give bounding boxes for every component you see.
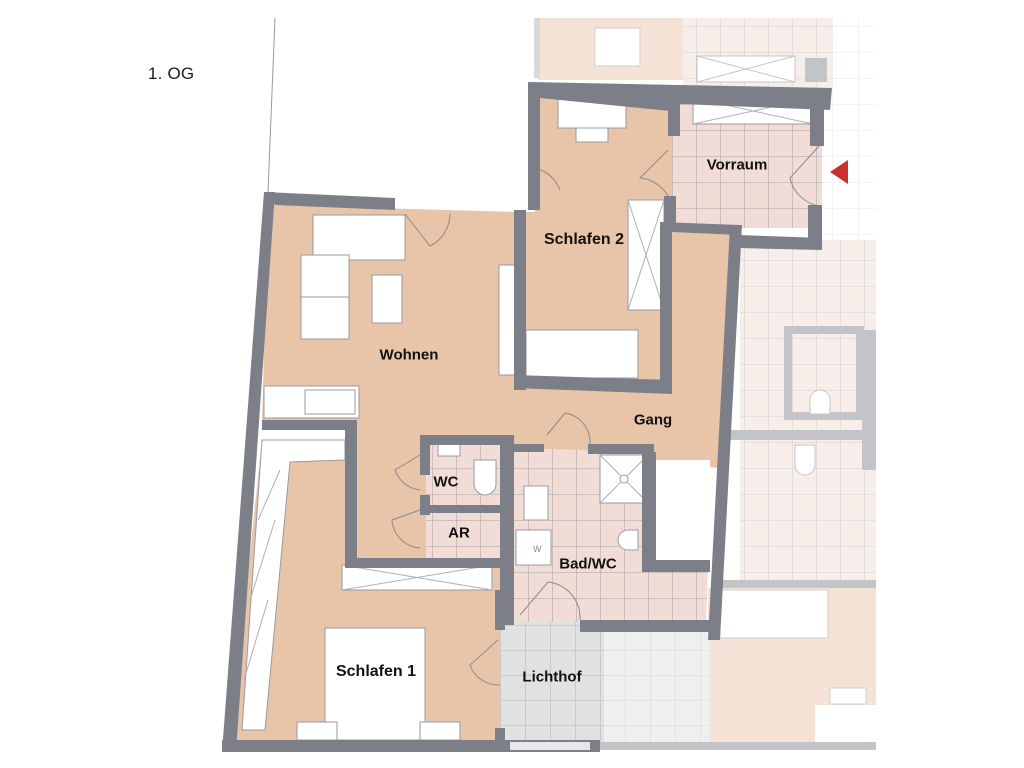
- walls: [222, 82, 832, 752]
- entrance-marker-icon: [830, 160, 848, 184]
- room-label-wohnen: Wohnen: [379, 346, 439, 364]
- neighbour-unit: [534, 18, 876, 750]
- room-label-schlafen-2: Schlafen 2: [543, 231, 625, 248]
- room-label-schlafen-1: Schlafen 1: [335, 663, 417, 680]
- room-label-ar: AR: [448, 524, 470, 542]
- room-label-bad-wc: Bad/WC: [559, 555, 617, 573]
- floor-label: 1. OG: [148, 64, 195, 83]
- door-swings: [391, 144, 821, 686]
- room-label-lichthof: Lichthof: [522, 668, 582, 686]
- site-boundary-line: [267, 17, 276, 193]
- room-label-gang: Gang: [633, 411, 673, 429]
- room-label-vorraum: Vorraum: [706, 156, 768, 174]
- washer-label: W: [533, 544, 542, 554]
- apartment: [230, 95, 822, 742]
- room-label-wc: WC: [433, 473, 459, 491]
